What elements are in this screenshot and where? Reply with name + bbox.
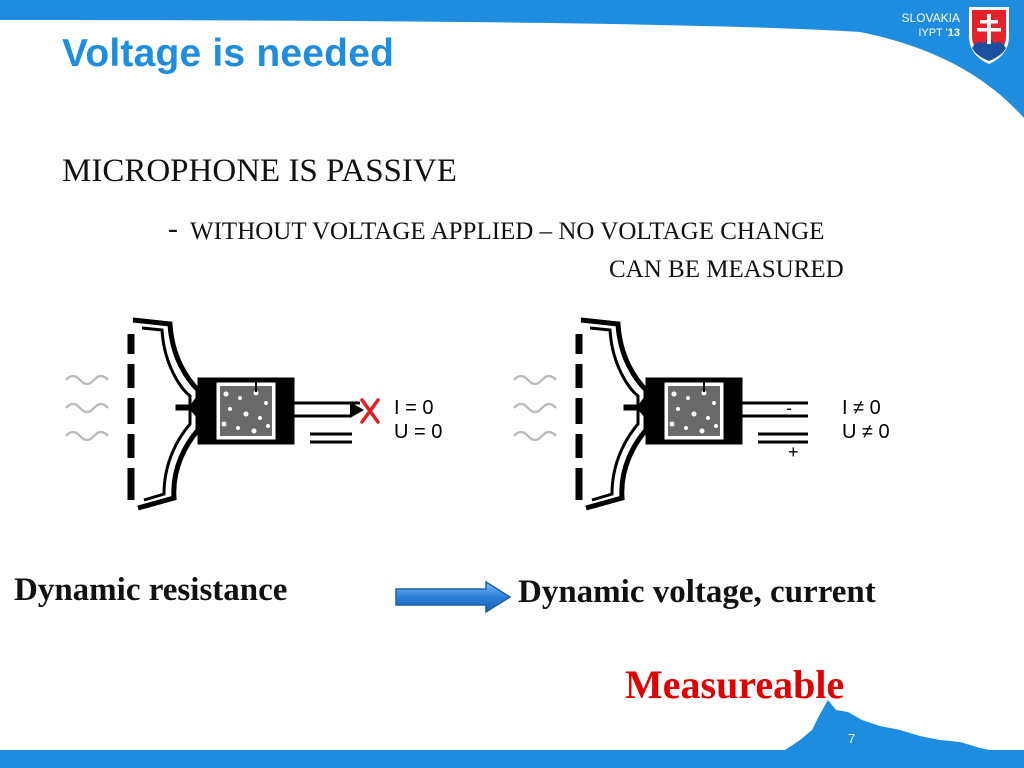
microphone-diagram-with-voltage: - + I ≠ 0 U ≠ 0 — [513, 317, 890, 511]
current-equation: I = 0 — [394, 397, 433, 419]
slide-title: Voltage is needed — [62, 32, 395, 75]
effect-label: Dynamic voltage, current — [518, 574, 876, 610]
brand-event-prefix: IYPT ' — [918, 27, 948, 39]
microphone-body — [575, 317, 808, 511]
broken-circuit-x-icon — [360, 398, 380, 424]
microphone-body — [127, 317, 360, 511]
sound-waves-icon — [513, 374, 557, 442]
bullet-line-1: WITHOUT VOLTAGE APPLIED – NO VOLTAGE CHA… — [190, 218, 825, 245]
slide-heading: MICROPHONE IS PASSIVE — [62, 153, 457, 189]
result-label: Measureable — [625, 662, 845, 707]
current-equation: I ≠ 0 — [842, 397, 881, 419]
microphone-diagram-no-voltage: I = 0 U = 0 — [65, 317, 442, 511]
footer-band — [0, 700, 1024, 768]
bullet-dash: - — [168, 212, 178, 245]
cause-label: Dynamic resistance — [14, 572, 288, 608]
voltage-equation: U = 0 — [394, 421, 442, 443]
brand-event-year: 13 — [947, 27, 960, 39]
plus-terminal-label: + — [788, 442, 799, 462]
sound-waves-icon — [65, 374, 109, 442]
page-number: 7 — [848, 731, 856, 746]
slovak-coat-of-arms-icon — [969, 7, 1009, 64]
output-arrow-icon — [350, 402, 364, 418]
voltage-equation: U ≠ 0 — [842, 421, 890, 443]
right-arrow-icon — [395, 580, 512, 614]
brand-event-label: IYPT '13 — [918, 27, 960, 39]
brand-country-label: SLOVAKIA — [901, 11, 960, 25]
minus-terminal-label: - — [786, 398, 792, 418]
header-band — [0, 0, 1024, 118]
bullet-line-2: CAN BE MEASURED — [609, 256, 844, 283]
